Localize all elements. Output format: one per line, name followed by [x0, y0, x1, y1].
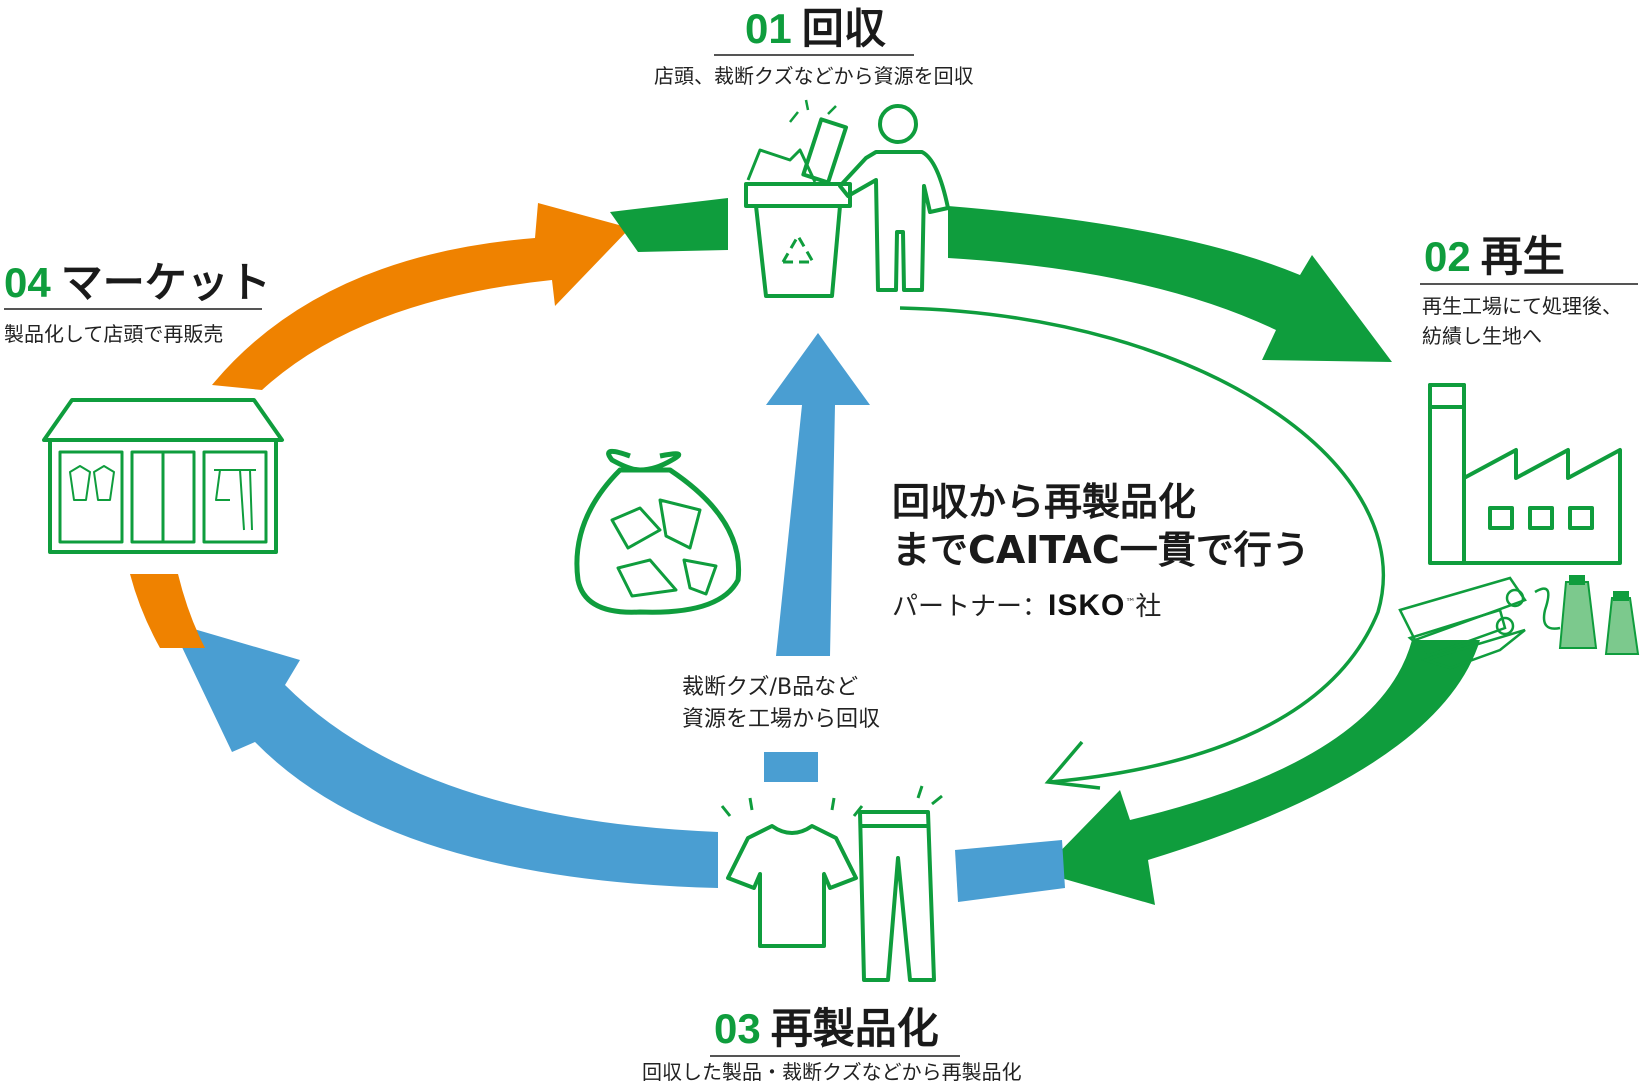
partner-name: ISKO [1048, 589, 1126, 622]
factory-note-line1: 裁断クズ/B品など [682, 675, 859, 700]
arrow-remake-to-market [170, 622, 718, 888]
step-market-number: 04 [4, 259, 51, 306]
step-market-rule [4, 308, 262, 310]
fabric-rolls-icon [1398, 576, 1561, 670]
partner-suffix: 社 [1135, 592, 1162, 622]
factory-icon [1428, 383, 1622, 565]
arrow-market-tail [130, 574, 205, 648]
step-collect-rule [714, 54, 914, 56]
step-market-description: 製品化して店頭で再販売 [4, 322, 224, 346]
arrow-factory-return [766, 333, 870, 656]
step-regenerate-number: 02 [1424, 233, 1471, 280]
shop-icon [42, 398, 284, 554]
partner-line: パートナー：ISKO™社 [892, 586, 1161, 623]
arrow-factory-return-base [764, 752, 818, 782]
step-regenerate-label: 再生 [1480, 232, 1565, 281]
inner-loop-arrowhead [1044, 740, 1101, 790]
partner-label: パートナー： [892, 592, 1049, 622]
partner-trademark: ™ [1125, 597, 1136, 609]
step-regenerate-description-1: 再生工場にて処理後、 [1422, 294, 1622, 318]
arrow-market-to-collect [212, 203, 630, 390]
step-collect-number: 01 [745, 5, 792, 52]
trash-bag-icon [574, 448, 742, 615]
tshirt-icon [720, 797, 864, 948]
arrow-regenerate-to-remake [1040, 640, 1480, 905]
arrow-remake-tail [955, 840, 1065, 902]
center-title-line1: 回収から再製品化 [892, 480, 1197, 524]
step-remake-description: 回収した製品・裁断クズなどから再製品化 [642, 1060, 1022, 1084]
step-collect-description: 店頭、裁断クズなどから資源を回収 [654, 64, 974, 88]
jeans-icon [858, 785, 943, 982]
step-regenerate-description-2: 紡績し生地へ [1422, 324, 1542, 348]
factory-note-line2: 資源を工場から回収 [682, 707, 881, 732]
center-title-line2: までCAITAC一貫で行う [892, 528, 1310, 572]
arrow-collect-to-regenerate [948, 206, 1392, 362]
step-regenerate-rule [1420, 283, 1638, 285]
thread-spool-icon [1558, 575, 1640, 655]
arrow-collect-tail [610, 198, 728, 252]
step-market-label: マーケット [60, 258, 271, 307]
step-collect-label: 回収 [801, 4, 886, 53]
inner-loop-line [899, 306, 1385, 784]
person-icon [838, 104, 950, 292]
step-remake-number: 03 [714, 1005, 761, 1052]
recycle-bin-icon [744, 99, 852, 298]
step-remake-rule [710, 1055, 960, 1057]
step-remake-label: 再製品化 [770, 1004, 939, 1053]
